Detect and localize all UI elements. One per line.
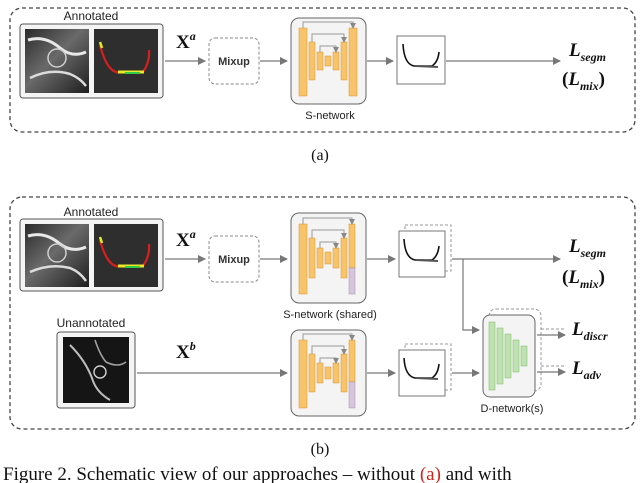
panel-a-caption: (a): [311, 147, 329, 164]
panel-b-output-top: [398, 224, 452, 278]
panel-b-mixup-box: [208, 235, 260, 283]
panel-b-dnet-label: D-network(s): [481, 403, 544, 415]
figure-caption: Figure 2. Schematic view of our approach…: [3, 464, 512, 483]
panel-a-output-prediction: [396, 35, 446, 85]
panel-b-loss-segm: Lsegm: [568, 236, 606, 260]
figure-caption-ref-a: (a): [420, 464, 441, 483]
panel-b-network-label: S-network (shared): [283, 309, 377, 321]
panel-b-mixup-label: Mixup: [218, 254, 250, 266]
panel-b-segmentation-mask: [94, 224, 158, 287]
panel-b-unannotated-mri: [63, 337, 129, 403]
panel-a-frame: [9, 7, 636, 133]
panel-a-segmentation-mask: [94, 29, 158, 93]
panel-a-mri-image: [25, 29, 89, 93]
panel-b-loss-adv: Ladv: [571, 358, 602, 382]
panel-b-d-network: [482, 308, 542, 398]
panel-a-input-symbol: Xa: [176, 29, 196, 53]
panel-a-s-network: [290, 17, 367, 105]
panel-b-loss-mix: (Lmix): [562, 267, 605, 291]
panel-b-input-b-symbol: Xb: [176, 339, 196, 363]
panel-a-loss-mix: (Lmix): [562, 69, 605, 93]
panel-a-network-label: S-network: [305, 110, 355, 122]
panel-b-caption: (b): [311, 441, 330, 458]
panel-a-loss-segm: Lsegm: [568, 40, 606, 64]
panel-b-s-network-top: [290, 212, 367, 304]
panel-b-input-a-symbol: Xa: [176, 227, 196, 251]
panel-b-output-bottom: [398, 343, 452, 397]
panel-b-unannotated-label: Unannotated: [57, 316, 126, 330]
panel-a-annotated-label: Annotated: [64, 9, 119, 23]
panel-b-arrow-output-dnet-top: [462, 259, 480, 334]
panel-a-mixup-box: [208, 37, 260, 85]
panel-b-frame: [9, 196, 636, 430]
panel-b-loss-discr: Ldiscr: [571, 319, 608, 343]
panel-b-mri-image: [25, 224, 89, 287]
panel-a-mixup-label: Mixup: [218, 56, 250, 68]
panel-b-s-network-bottom: [290, 329, 367, 417]
panel-b-annotated-label: Annotated: [64, 205, 119, 219]
